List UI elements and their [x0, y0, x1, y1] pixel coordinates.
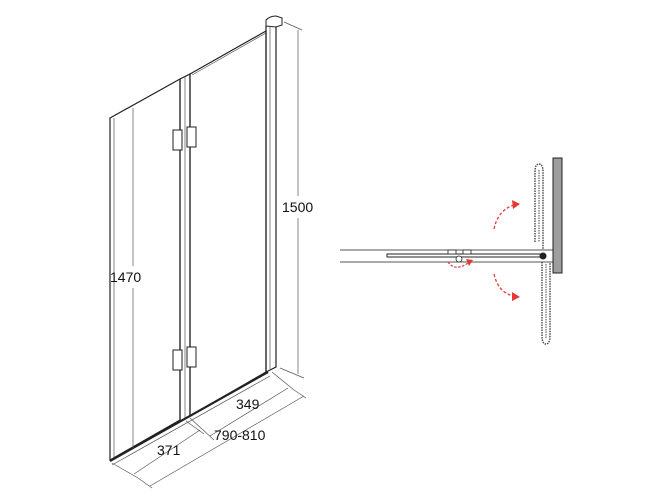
dimension-1500: 1500 — [279, 21, 313, 379]
wall-profile — [265, 15, 283, 373]
dimension-349: 349 — [189, 371, 295, 441]
swing-arrow-down — [493, 273, 520, 301]
dimension-label-790-810: 790-810 — [214, 427, 266, 443]
glass-open-down — [541, 262, 551, 345]
dimension-label-371: 371 — [157, 442, 181, 458]
dimension-790-810: 790-810 — [137, 389, 307, 489]
dimension-label-1500: 1500 — [282, 199, 313, 215]
glass-open-up — [534, 163, 544, 250]
swing-arrow-up — [493, 200, 520, 230]
fixed-panel — [189, 29, 267, 418]
wall — [552, 157, 563, 274]
screen-isometric-view: 1500 1470 349 371 790-810 — [109, 15, 313, 489]
plan-view — [340, 157, 563, 345]
dimension-371: 371 — [111, 420, 205, 479]
pivot-point — [539, 252, 547, 260]
hinge-top — [172, 126, 197, 151]
dimension-1470: 1470 — [110, 108, 141, 448]
dimension-label-349: 349 — [236, 396, 260, 412]
swing-arrow-fold — [447, 259, 473, 268]
glass-closed — [386, 253, 544, 258]
dimension-label-1470: 1470 — [110, 269, 141, 285]
hinge-bottom — [172, 346, 197, 371]
bottom-profile — [109, 371, 269, 462]
plan-hinge — [447, 249, 472, 263]
